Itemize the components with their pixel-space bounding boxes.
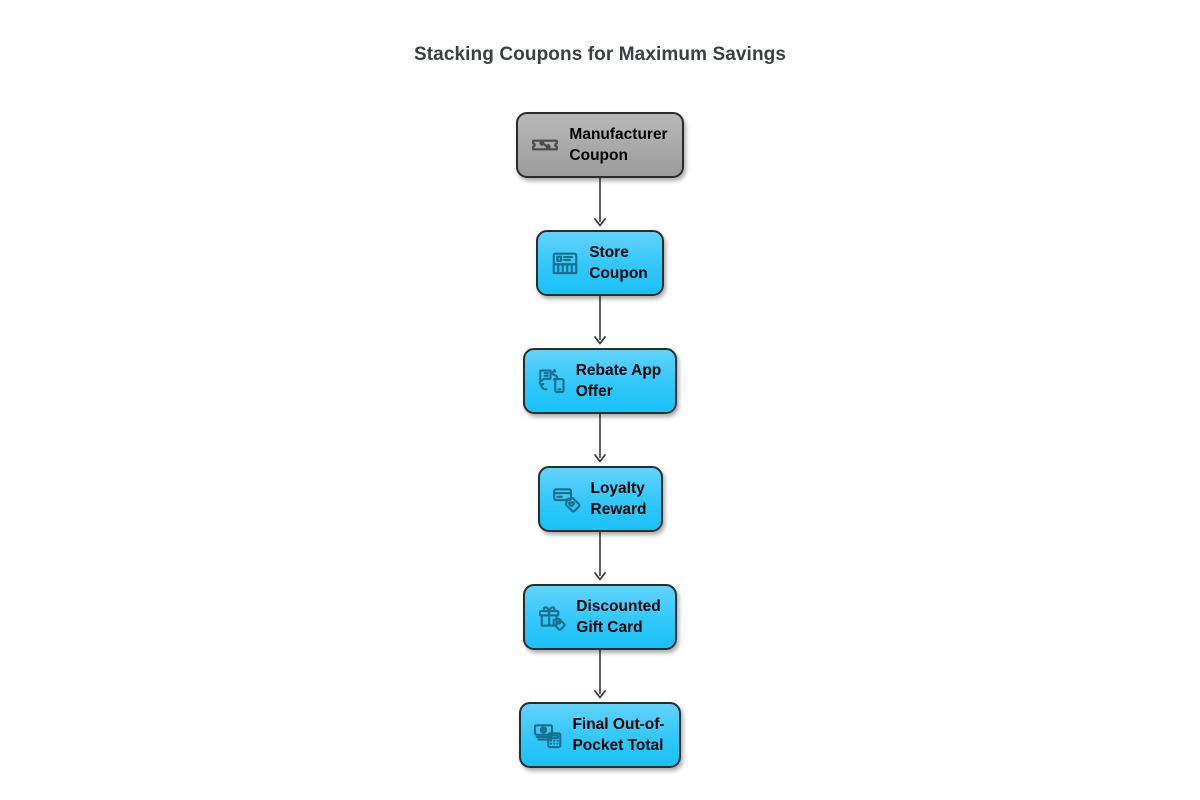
flow-step-manufacturer-coupon: Manufacturer Coupon xyxy=(516,112,684,178)
arrow-connector-rebate-app-offer-to-loyalty-reward xyxy=(588,414,612,466)
flow-step-final-total: Final Out-of- Pocket Total xyxy=(519,702,681,768)
coupon-percent-icon xyxy=(530,130,560,160)
node-store-coupon[interactable]: Store Coupon xyxy=(536,230,664,296)
arrow-connector-store-coupon-to-rebate-app-offer xyxy=(588,296,612,348)
node-final-total[interactable]: Final Out-of- Pocket Total xyxy=(519,702,681,768)
arrow-connector-discounted-gift-card-to-final-total xyxy=(588,650,612,702)
node-label: Store Coupon xyxy=(589,243,648,283)
node-label: Discounted Gift Card xyxy=(576,597,661,637)
arrow-connector-manufacturer-coupon-to-store-coupon xyxy=(588,178,612,230)
node-label: Final Out-of- Pocket Total xyxy=(572,715,665,755)
node-manufacturer-coupon[interactable]: Manufacturer Coupon xyxy=(516,112,684,178)
flow-step-discounted-gift-card: Discounted Gift Card xyxy=(523,584,677,650)
flow-step-store-coupon: Store Coupon xyxy=(536,230,664,296)
cash-calculator-icon xyxy=(533,720,563,750)
gift-tag-icon xyxy=(537,602,567,632)
page-title: Stacking Coupons for Maximum Savings xyxy=(413,44,787,65)
flow-step-loyalty-reward: Loyalty Reward xyxy=(537,466,663,532)
node-loyalty-reward[interactable]: Loyalty Reward xyxy=(537,466,663,532)
node-discounted-gift-card[interactable]: Discounted Gift Card xyxy=(523,584,677,650)
arrow-connector-loyalty-reward-to-discounted-gift-card xyxy=(588,532,612,584)
node-label: Rebate App Offer xyxy=(575,361,662,401)
flow-step-rebate-app-offer: Rebate App Offer xyxy=(522,348,678,414)
card-heart-tag-icon xyxy=(552,484,582,514)
node-label: Loyalty Reward xyxy=(590,479,647,519)
node-label: Manufacturer Coupon xyxy=(569,125,668,165)
cashback-phone-icon xyxy=(537,366,567,396)
node-rebate-app-offer[interactable]: Rebate App Offer xyxy=(522,348,678,414)
storefront-icon xyxy=(550,248,580,278)
